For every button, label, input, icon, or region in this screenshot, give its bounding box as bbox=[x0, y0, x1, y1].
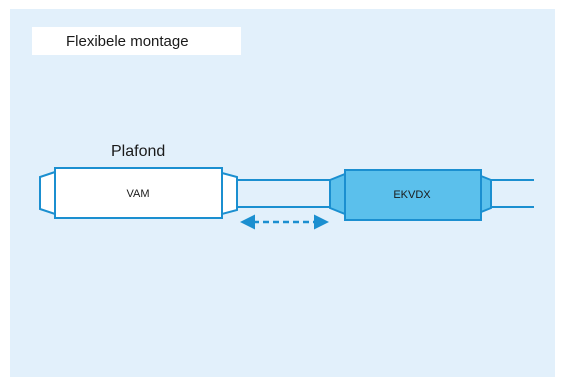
title-box bbox=[32, 27, 241, 55]
ekvdx-right-collar bbox=[480, 174, 492, 214]
ceiling-label: Plafond bbox=[111, 143, 166, 160]
vam-left-collar bbox=[39, 170, 56, 216]
vam-label: VAM bbox=[126, 188, 149, 200]
vam-right-collar bbox=[221, 171, 238, 216]
ekvdx-unit bbox=[344, 169, 482, 221]
diagram-title: Flexibele montage bbox=[66, 33, 189, 50]
ekvdx-label: EKVDX bbox=[393, 189, 431, 201]
ekvdx-left-collar bbox=[329, 172, 346, 216]
vam-unit bbox=[54, 167, 223, 219]
